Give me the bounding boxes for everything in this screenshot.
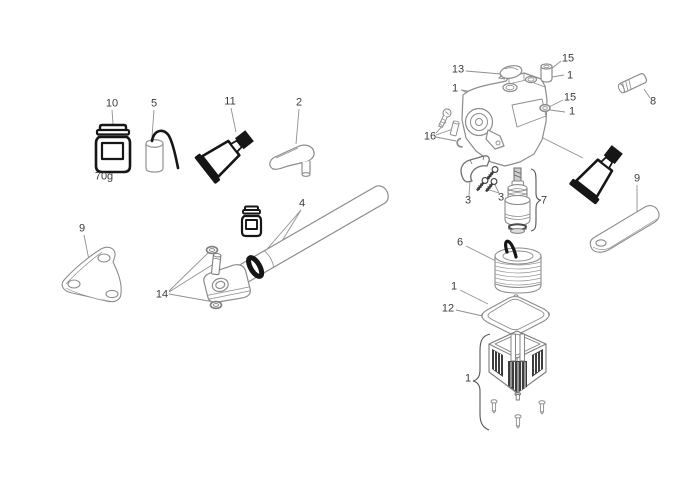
- part-label-retainer-set: 16: [423, 130, 437, 143]
- shaft-tube-icon: [203, 185, 389, 303]
- part-label-capacitor: 5: [150, 97, 158, 110]
- part-label-oring-side-alt: 1: [568, 105, 576, 118]
- mounting-screws-icon: [490, 399, 546, 429]
- part-label-plug-top: 15: [561, 52, 575, 65]
- screws-icon: [476, 166, 499, 193]
- retainer-parts-icon: [438, 108, 463, 148]
- grease-jar-small-icon: [240, 205, 263, 238]
- carbon-brush-icon: [617, 73, 648, 94]
- part-label-shaft-tube: 4: [298, 197, 306, 210]
- gear-housing: [461, 72, 548, 167]
- part-label-oring-side: 15: [563, 91, 577, 104]
- capacitor-icon: [145, 129, 180, 173]
- adhesive-tube-icon: [194, 130, 254, 184]
- armature-brace: [530, 168, 542, 232]
- cover-cap-icon: [497, 65, 523, 80]
- part-label-grease-jar: 10: [105, 97, 119, 110]
- clamping-lever-icon: [269, 144, 315, 177]
- armature: [504, 167, 531, 234]
- gasket-icon: [481, 294, 550, 336]
- part-label-adhesive-tube: 11: [224, 95, 236, 108]
- part-label-gasket-alt: 1: [450, 280, 458, 293]
- part-label-cover-plate: 9: [633, 172, 641, 185]
- part-label-grease-jar-weight: 70g: [94, 170, 114, 183]
- part-label-pin-kit: 14: [155, 288, 169, 301]
- motor-housing: [488, 330, 547, 401]
- part-label-gear-housing: 1: [451, 82, 459, 95]
- plug-icon: [540, 63, 553, 83]
- part-label-armature: 7: [540, 194, 548, 207]
- grease-jar-icon: [94, 123, 132, 174]
- motor-brace: [472, 333, 491, 431]
- part-label-clamping-lever: 2: [295, 96, 303, 109]
- mounting-bracket-icon: [61, 246, 122, 303]
- pin-and-orings-icon: [205, 245, 223, 310]
- part-label-bracket-screws: 3: [497, 191, 505, 204]
- part-label-cover-cap: 13: [451, 63, 465, 76]
- clamp-bracket-icon: [460, 155, 490, 183]
- part-label-bracket-left: 9: [78, 222, 86, 235]
- o-ring-icon: [539, 103, 551, 113]
- field-coil: [494, 239, 542, 294]
- part-label-field-coil: 6: [456, 236, 464, 249]
- part-label-motor-assembly: 1: [464, 372, 472, 385]
- cover-plate-icon: [589, 205, 660, 253]
- part-label-gasket: 12: [441, 302, 455, 315]
- part-label-carbon-brush: 8: [649, 95, 657, 108]
- part-label-clamp-bracket: 3: [464, 194, 472, 207]
- adhesive-tube-right-icon: [569, 145, 623, 205]
- part-label-plug-top-alt: 1: [566, 69, 574, 82]
